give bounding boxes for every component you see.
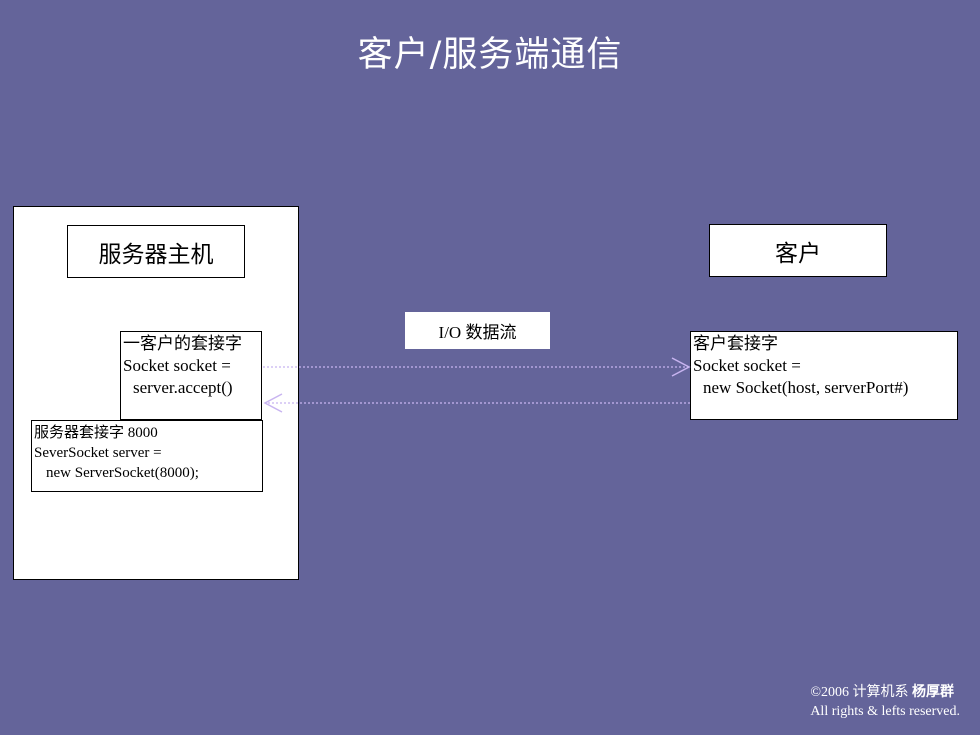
client-socket-box: 客户套接字 Socket socket = new Socket(host, s… bbox=[690, 331, 958, 420]
server-socket-line2: SeverSocket server = bbox=[34, 445, 162, 461]
slide-title: 客户/服务端通信 bbox=[357, 35, 623, 75]
footer-rights: All rights & lefts reserved. bbox=[810, 704, 960, 719]
server-socket-line3: new ServerSocket(8000); bbox=[46, 465, 199, 481]
arrowhead-right bbox=[671, 357, 691, 377]
server-socket-line1: 服务器套接字 8000 bbox=[34, 425, 158, 441]
footer: ©2006 计算机系 杨厚群 All rights & lefts reserv… bbox=[810, 683, 960, 721]
client-socket-line3: new Socket(host, serverPort#) bbox=[703, 378, 909, 397]
server-client-socket-line3: server.accept() bbox=[133, 378, 233, 397]
server-side-client-socket: 一客户的套接字 Socket socket = server.accept() bbox=[120, 331, 262, 420]
footer-line1: ©2006 计算机系 杨厚群 bbox=[810, 683, 960, 702]
footer-author: 杨厚群 bbox=[911, 684, 954, 700]
server-host-label: 服务器主机 bbox=[67, 225, 245, 278]
arrowhead-left bbox=[263, 393, 283, 413]
io-stream-label: I/O 数据流 bbox=[405, 312, 550, 349]
footer-copyright: ©2006 计算机系 bbox=[810, 685, 909, 700]
server-client-socket-line2: Socket socket = bbox=[123, 356, 231, 375]
server-client-socket-line1: 一客户的套接字 bbox=[123, 334, 242, 353]
server-socket-box: 服务器套接字 8000 SeverSocket server = new Ser… bbox=[31, 420, 263, 492]
client-socket-line1: 客户套接字 bbox=[693, 334, 778, 353]
client-label: 客户 bbox=[709, 224, 887, 277]
client-socket-line2: Socket socket = bbox=[693, 356, 801, 375]
